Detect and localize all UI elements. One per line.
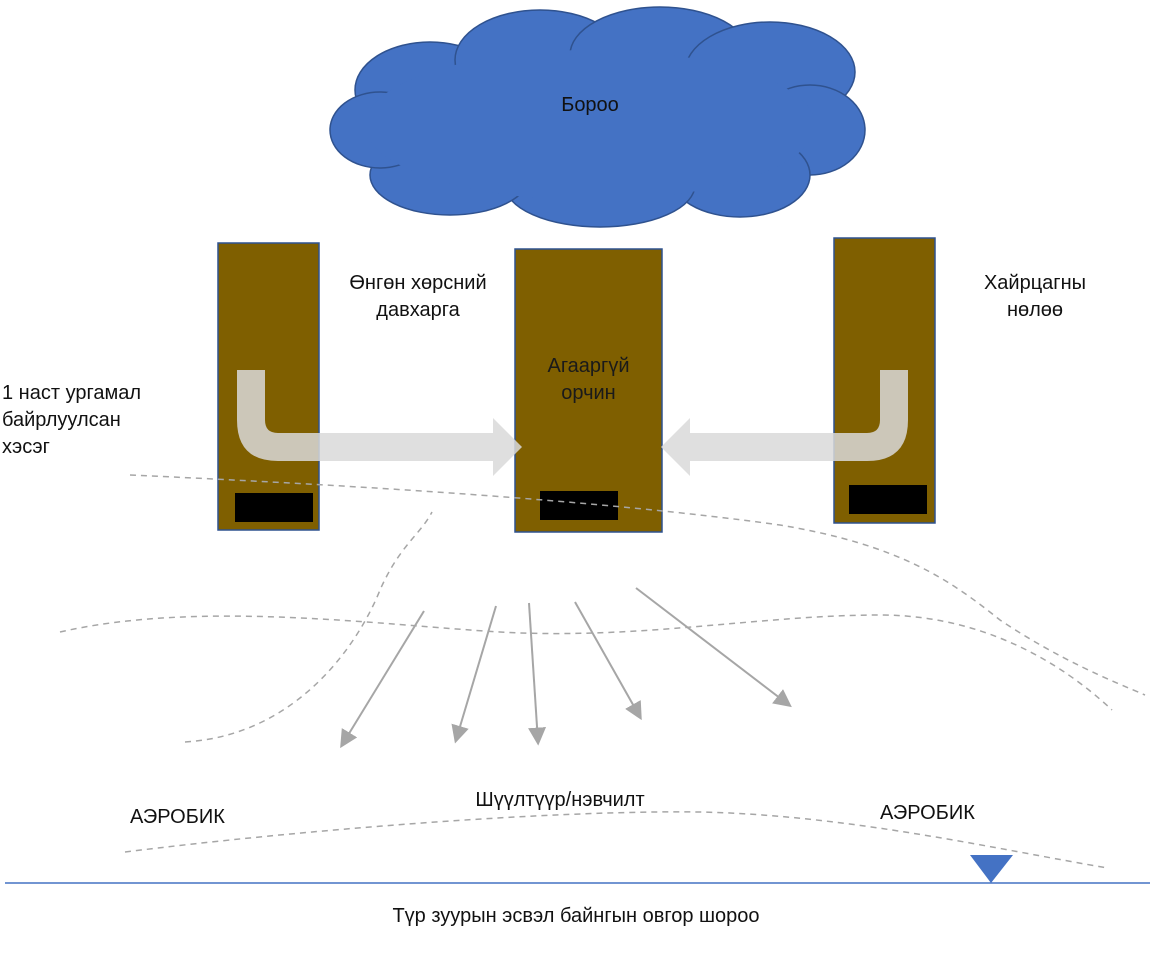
box-effect-label: Хайрцагны нөлөө xyxy=(983,272,1087,321)
water-level-marker xyxy=(970,855,1013,883)
aerobic-right-label: АЭРОБИК xyxy=(880,802,975,824)
dashed-line-middle xyxy=(59,614,1113,711)
slot-right xyxy=(849,485,927,514)
box-center xyxy=(514,248,663,533)
flow-arrow-right xyxy=(661,370,908,476)
infiltration-arrow-1 xyxy=(340,610,425,749)
rain-cloud xyxy=(329,6,866,228)
humus-layer-label: Өнгөн хөрсний давхарга xyxy=(349,272,487,321)
dashed-line-left-arc xyxy=(184,511,433,743)
aerobic-left-label: АЭРОБИК xyxy=(130,806,225,828)
infiltration-arrow-4 xyxy=(574,601,642,721)
annual-plants-label: 1 наст ургамал байрлуулсан хэсэг xyxy=(2,382,141,458)
box-left xyxy=(217,242,320,531)
infiltration-label: Шүүлтүүр/нэвчилт xyxy=(475,789,645,811)
infiltration-arrow-3 xyxy=(528,602,547,746)
infiltration-arrow-5 xyxy=(635,587,792,708)
infiltration-arrows xyxy=(340,587,792,749)
anaerobic-label: Агааргүй орчин xyxy=(547,355,630,404)
soil-label: Түр зуурын эсвэл байнгын овгор шороо xyxy=(392,905,760,927)
cloud-label: Бороо xyxy=(561,94,619,116)
dashed-line-lower xyxy=(124,811,1109,869)
dashed-contours xyxy=(59,474,1146,869)
dashed-line-upper xyxy=(129,474,1146,696)
flow-arrow-left xyxy=(237,370,522,476)
infiltration-arrow-2 xyxy=(451,605,497,744)
slot-left xyxy=(235,493,313,522)
